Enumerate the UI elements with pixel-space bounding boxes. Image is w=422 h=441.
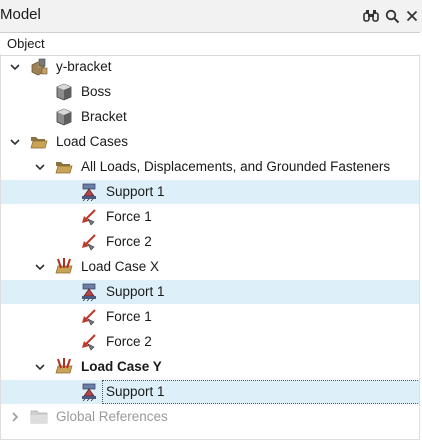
chevron-down-icon[interactable] — [34, 261, 46, 273]
search-icon[interactable] — [384, 8, 400, 24]
tree-row-force-2[interactable]: Force 2 — [1, 230, 419, 254]
tree-row-boss[interactable]: Boss — [1, 80, 419, 104]
tree-row-label: Support 1 — [106, 184, 165, 199]
folder-open-icon — [55, 162, 73, 174]
force-icon — [82, 334, 96, 351]
tree-row-label: Global References — [56, 409, 168, 424]
tree-row-label: Support 1 — [106, 384, 165, 399]
chevron-down-icon[interactable] — [9, 61, 21, 73]
tree-row-label: All Loads, Displacements, and Grounded F… — [81, 159, 391, 174]
tree-row-label: Force 2 — [106, 334, 152, 349]
tree-row-label: Load Case Y — [81, 359, 162, 374]
folder-closed-icon — [30, 410, 48, 424]
tree-row-label: Boss — [81, 84, 112, 99]
binoculars-icon[interactable] — [363, 8, 379, 24]
tree-row-force-2[interactable]: Force 2 — [1, 330, 419, 354]
tree-row-load-case-x[interactable]: Load Case X — [1, 255, 419, 279]
chevron-right-icon[interactable] — [9, 411, 21, 423]
tree-row-label: Force 2 — [106, 234, 152, 249]
tree-row-label: Force 1 — [106, 209, 152, 224]
tree-column-header[interactable]: Object — [0, 32, 420, 56]
tree-row-label: Support 1 — [106, 284, 165, 299]
close-icon[interactable] — [404, 8, 420, 24]
support-icon — [82, 383, 96, 402]
tree-row-force-1[interactable]: Force 1 — [1, 305, 419, 329]
force-icon — [82, 234, 96, 251]
chevron-down-icon[interactable] — [34, 161, 46, 173]
force-icon — [82, 209, 96, 226]
panel-title: Model — [0, 6, 41, 23]
tree-row-all-loads[interactable]: All Loads, Displacements, and Grounded F… — [1, 155, 419, 179]
tree-row-label: Bracket — [81, 109, 127, 124]
tree-row-support-1[interactable]: Support 1 — [1, 280, 419, 304]
folder-open-icon — [30, 137, 48, 149]
load-case-icon — [55, 358, 73, 374]
tree-row-label: Force 1 — [106, 309, 152, 324]
tree-row-force-1[interactable]: Force 1 — [1, 205, 419, 229]
load-case-icon — [55, 258, 73, 274]
tree-row-label: Load Cases — [56, 134, 129, 149]
support-icon — [82, 283, 96, 302]
tree-row-bracket[interactable]: Bracket — [1, 105, 419, 129]
tree-row-support-1[interactable]: Support 1 — [1, 380, 419, 404]
chevron-down-icon[interactable] — [9, 136, 21, 148]
support-icon — [82, 183, 96, 202]
tree-row-global-references[interactable]: Global References — [1, 405, 419, 429]
tree-row-load-case-y[interactable]: Load Case Y — [1, 355, 419, 379]
assembly-icon — [31, 58, 48, 76]
tree-row-label: y-bracket — [56, 59, 112, 74]
tree-row-support-1[interactable]: Support 1 — [1, 180, 419, 204]
tree-row-y-bracket[interactable]: y-bracket — [1, 55, 419, 79]
chevron-down-icon[interactable] — [34, 361, 46, 373]
part-icon — [56, 108, 72, 126]
column-header-label: Object — [7, 36, 45, 51]
tree-row-load-cases[interactable]: Load Cases — [1, 130, 419, 154]
panel-titlebar: Model — [0, 0, 422, 32]
force-icon — [82, 309, 96, 326]
part-icon — [56, 83, 72, 101]
tree-row-label: Load Case X — [81, 259, 160, 274]
